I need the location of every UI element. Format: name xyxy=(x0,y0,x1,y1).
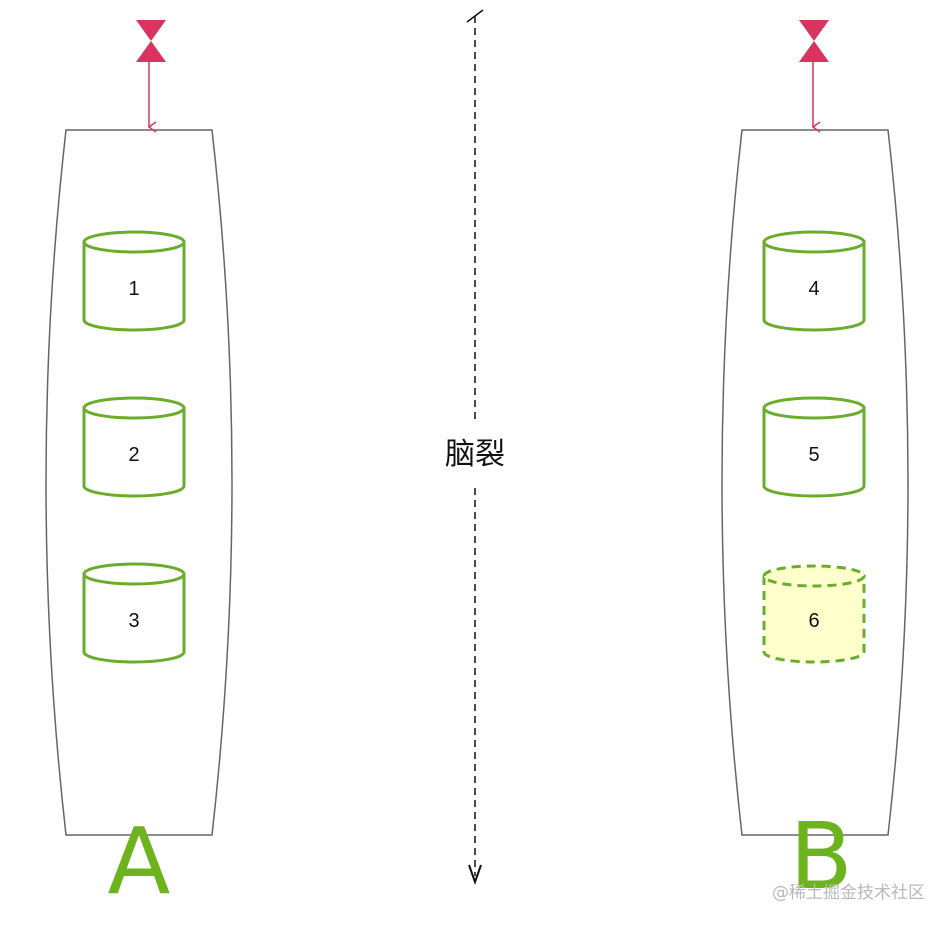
split-divider: 脑裂 xyxy=(445,9,505,886)
node-cylinder: 5 xyxy=(762,396,866,498)
node-cylinder: 4 xyxy=(762,230,866,332)
node-cylinder: 3 xyxy=(82,562,186,664)
split-label: 脑裂 xyxy=(445,437,505,472)
node-label: 2 xyxy=(128,444,139,466)
node-cylinder: 1 xyxy=(82,230,186,332)
group-a: 1 2 3 A xyxy=(45,20,233,915)
group-a-letter: A xyxy=(108,808,171,915)
valve-icon xyxy=(799,20,829,62)
split-line-start-tick xyxy=(466,9,484,23)
group-b: 4 5 6 B xyxy=(721,20,909,910)
node-label: 1 xyxy=(128,278,139,300)
node-cylinder-dashed: 6 xyxy=(762,564,866,664)
node-label: 6 xyxy=(808,610,819,632)
group-b-letter: B xyxy=(789,803,852,910)
node-label: 3 xyxy=(128,610,139,632)
node-label: 5 xyxy=(808,444,819,466)
valve-icon xyxy=(136,20,166,62)
node-label: 4 xyxy=(808,278,819,300)
node-cylinder: 2 xyxy=(82,396,186,498)
watermark: @稀土掘金技术社区 xyxy=(772,883,925,903)
split-line-arrowhead xyxy=(468,864,482,886)
